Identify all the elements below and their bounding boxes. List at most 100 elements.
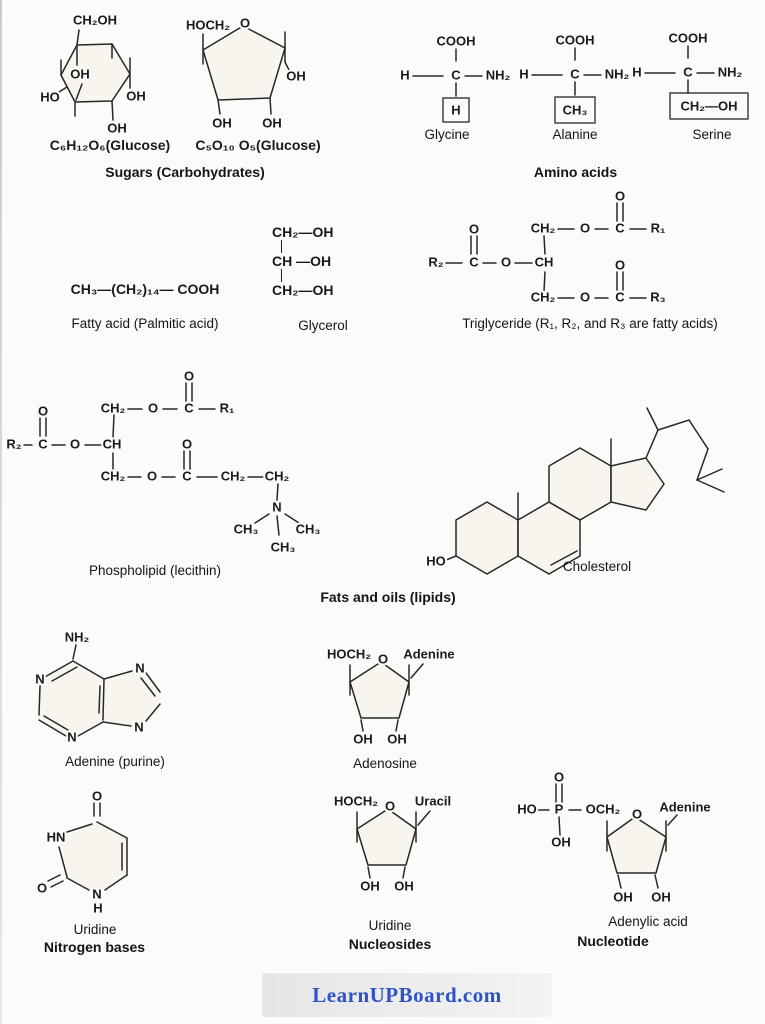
carbonyl-oxygen: O [182, 436, 192, 451]
ch-group: CH [535, 254, 554, 269]
ch3-group: CH₃ [234, 521, 259, 536]
oh-label: OH [126, 88, 146, 103]
bonds [644, 45, 715, 94]
h-atom: H [632, 64, 641, 79]
ester-oxygen: O [580, 220, 590, 235]
oh-group: OH [360, 878, 380, 893]
serine-label: Serine [692, 127, 732, 142]
oh-group: OH [651, 889, 671, 904]
bonds [38, 644, 161, 737]
oh-group: OH [394, 878, 414, 893]
bond [281, 240, 333, 253]
adenosine-structure: HOCH₂ O Adenine OH OH [325, 644, 457, 748]
ho-label: HO [40, 89, 60, 104]
hoch2-group: HOCH₂ [327, 646, 371, 661]
c-atom: C [615, 289, 625, 304]
lipids-section-title: Fats and oils (lipids) [320, 589, 456, 605]
side-chain-box [442, 97, 470, 123]
bonds [23, 382, 300, 536]
ring-oxygen: O [240, 15, 250, 30]
c-atom: C [451, 67, 461, 82]
h-atom: H [519, 66, 528, 81]
sugars-section-title: Sugars (Carbohydrates) [105, 164, 265, 180]
base-name: Adenine [659, 799, 710, 814]
ester-oxygen: O [148, 400, 158, 415]
ring-oxygen: O [378, 651, 388, 666]
r3-group: R₃ [650, 289, 665, 304]
c-atom: C [184, 400, 194, 415]
c-atom: C [615, 220, 625, 235]
nitrogen-bases-title: Nitrogen bases [43, 939, 146, 955]
ring-oxygen: O [632, 806, 642, 821]
triglyceride-structure: O CH₂ O C R₁ O R₂ C O CH O CH₂ O C R₃ [426, 186, 667, 306]
adenosine-label: Adenosine [353, 756, 417, 771]
bonds [47, 802, 128, 891]
uridine-label: Uridine [368, 918, 412, 933]
r1-group: R₁ [220, 400, 235, 415]
bonds [202, 31, 290, 115]
glycerol-row: CH —OH [272, 253, 332, 269]
bonds [356, 810, 431, 879]
oh-label: OH [212, 115, 232, 130]
ester-oxygen: O [580, 289, 590, 304]
glycerol-structure: CH₂—OH CH —OH CH₂—OH [272, 224, 333, 298]
ho-group: HO [517, 801, 537, 816]
amino-acids-section-title: Amino acids [533, 164, 618, 180]
ribose-ring [606, 816, 667, 874]
cholesterol-label: Cholesterol [562, 559, 632, 574]
cooh-group: COOH [669, 30, 708, 45]
alanine-label: Alanine [552, 127, 598, 142]
fatty-acid-formula: CH₃—(CH₂)₁₄— COOH [70, 281, 220, 297]
hoch2-group: HOCH₂ [334, 793, 378, 808]
oh-label: OH [70, 66, 90, 81]
side-chain: CH₃ [563, 102, 588, 117]
carbonyl-oxygen: O [615, 257, 625, 272]
ch2-group: CH₂ [101, 468, 126, 483]
furanose-formula: C₅O₁₀ O₅(Glucose) [195, 137, 321, 153]
r2-group: R₂ [6, 436, 21, 451]
bonds [531, 47, 602, 96]
n-atom: N [134, 719, 143, 734]
c-atom: C [38, 436, 48, 451]
bonds [58, 29, 131, 121]
ch-group: CH [103, 436, 122, 451]
side-chain-box [554, 96, 596, 124]
adenylic-acid-label: Adenylic acid [608, 914, 688, 929]
steroid-ring-d [610, 457, 665, 511]
phosphate-oxygen: O [554, 769, 564, 784]
h-atom: H [93, 900, 102, 915]
ch3-group: CH₃ [296, 521, 321, 536]
ch3-group: CH₃ [271, 539, 296, 554]
side-chain: H [451, 102, 460, 117]
r2-group: R₂ [428, 254, 443, 269]
ch2-group: CH₂ [101, 400, 126, 415]
glycerol-label: Glycerol [298, 318, 348, 333]
uridine-structure: HOCH₂ O Uracil OH OH [332, 791, 453, 895]
nh2-group: NH₂ [605, 66, 630, 81]
bonds [412, 48, 483, 97]
oh-group: OH [551, 834, 571, 849]
glycerol-row: CH₂—OH [272, 282, 334, 298]
glucose-pyranose-structure: CH₂OH OH HO OH OH [38, 10, 148, 137]
oh-label: OH [286, 68, 306, 83]
glucose-furanose-structure: HOCH₂ O OH OH OH [184, 13, 308, 132]
serine-structure: COOH H C NH₂ CH₂—OH [630, 28, 749, 120]
ester-oxygen: O [147, 468, 157, 483]
ring-oxygen: O [385, 798, 395, 813]
glycine-structure: COOH H C NH₂ H [398, 31, 512, 123]
ch2oh-label: CH₂OH [73, 12, 117, 27]
adenylic-acid-structure: O HO P OCH₂ OH O Adenine OH OH [515, 767, 712, 906]
c-atom: C [683, 64, 693, 79]
ester-oxygen: O [70, 436, 80, 451]
ch2-group: CH₂ [221, 468, 246, 483]
purine-five-ring [103, 669, 161, 728]
carbonyl-oxygen: O [38, 403, 48, 418]
carbonyl-oxygen: O [184, 368, 194, 383]
n-atom: N [35, 671, 44, 686]
fatty-acid-label: Fatty acid (Palmitic acid) [71, 316, 219, 331]
cooh-group: COOH [556, 32, 595, 47]
n-atom: N [67, 729, 76, 744]
furanose-ring [202, 25, 286, 101]
cholesterol-structure: HO [424, 407, 725, 575]
